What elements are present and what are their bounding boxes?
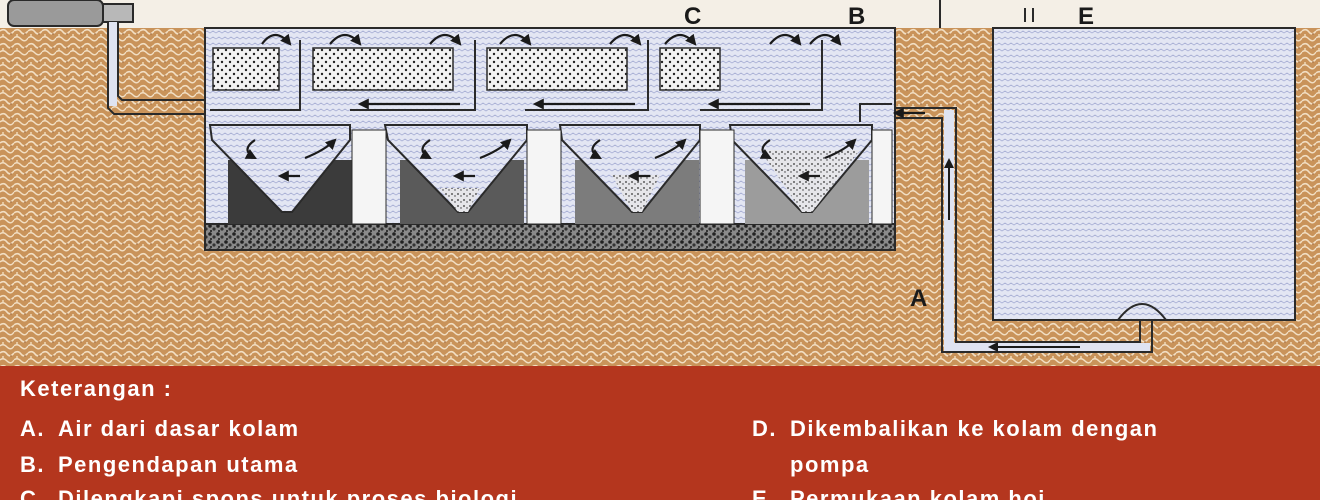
legend-title: Keterangan : — [20, 376, 173, 401]
pond-filter-illustration: C B E A — [0, 0, 1320, 366]
pond-water — [992, 27, 1296, 321]
label-B: B — [848, 3, 865, 30]
legend-key: C. — [20, 486, 45, 500]
sponge-media — [212, 47, 721, 91]
legend-item-d-cont: pompa — [752, 448, 870, 482]
legend-key: D. — [752, 416, 777, 441]
legend-panel: Keterangan : A. Air dari dasar kolam B. Pe… — [0, 366, 1320, 500]
gravel-base — [204, 223, 896, 251]
legend-item-b: B. Pengendapan utama — [20, 448, 299, 482]
label-E: E — [1078, 3, 1094, 30]
legend-item-a: A. Air dari dasar kolam — [20, 412, 300, 446]
legend-text: Air dari dasar kolam — [58, 416, 300, 441]
legend-item-d: D. Dikembalikan ke kolam dengan — [752, 412, 1158, 446]
legend-key: E. — [752, 486, 776, 500]
legend-key: A. — [20, 416, 45, 441]
label-A: A — [910, 285, 927, 312]
legend-key: B. — [20, 452, 45, 477]
legend-text: Permukaan kolam hoi — [790, 486, 1046, 500]
chambers — [208, 124, 893, 225]
legend-text: Pengendapan utama — [58, 452, 299, 477]
legend-item-e: E. Permukaan kolam hoi — [752, 482, 1046, 500]
legend-item-c: C. Dilengkapi spons untuk proses biologi — [20, 482, 518, 500]
legend-text: Dilengkapi spons untuk proses biologi — [58, 486, 519, 500]
label-C: C — [684, 3, 701, 30]
legend-text: pompa — [790, 452, 870, 477]
pump-icon — [7, 0, 104, 27]
legend-text: Dikembalikan ke kolam dengan — [790, 416, 1159, 441]
